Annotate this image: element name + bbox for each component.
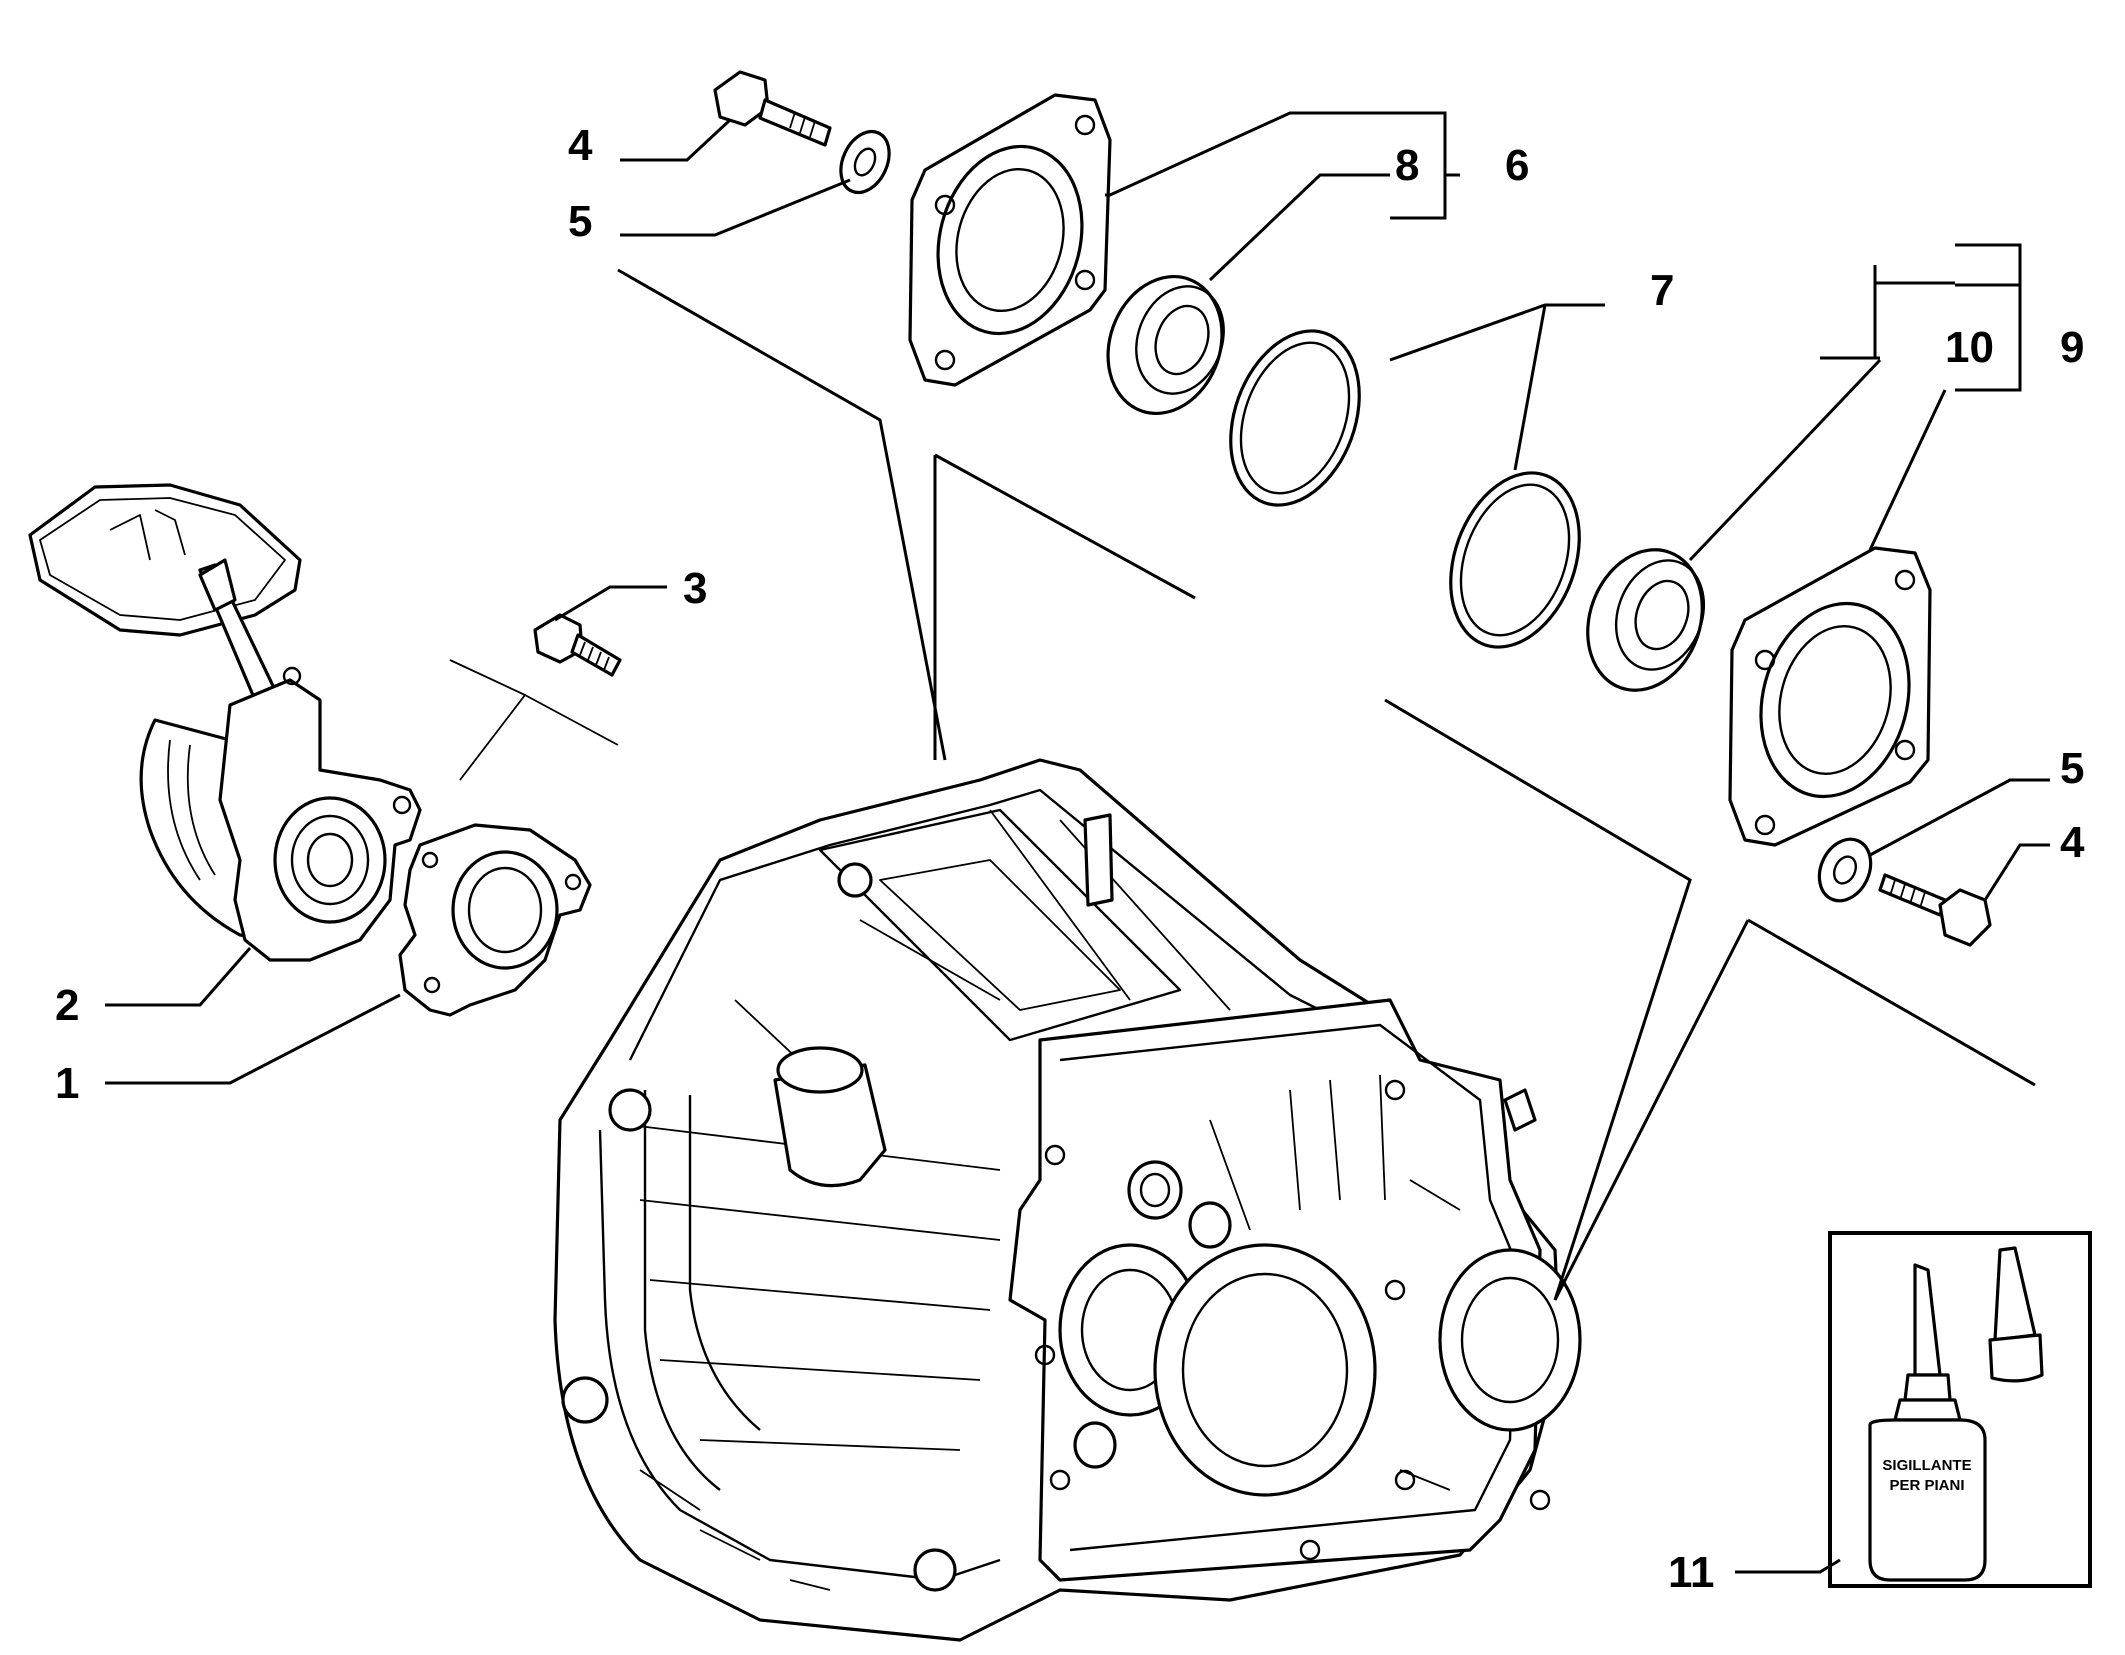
callout-9: 9 <box>2060 323 2084 372</box>
callout-5-top: 5 <box>568 197 592 246</box>
part-5-washer-top <box>839 129 891 195</box>
callout-4-top: 4 <box>568 121 593 170</box>
part-8-bearing-top <box>1106 274 1225 416</box>
part-3-bolt <box>533 613 622 677</box>
gearbox-housing <box>553 758 1582 1642</box>
part-4-bolt-right <box>1878 873 1992 947</box>
callout-leaders <box>105 111 2050 1574</box>
callout-8: 8 <box>1395 141 1419 190</box>
callout-11: 11 <box>1668 1548 1715 1597</box>
callout-6: 6 <box>1505 141 1529 190</box>
callout-10: 10 <box>1945 323 1994 372</box>
part-5-washer-right <box>1817 837 1873 903</box>
callout-4-right: 4 <box>2060 818 2085 867</box>
part-4-bolt-top <box>713 70 832 147</box>
explosion-guide-lines <box>449 268 2036 1301</box>
sealant-label-line1: SIGILLANTE <box>1882 1457 1971 1474</box>
part-7-o-rings <box>1229 329 1581 649</box>
part-11-sealant-inset: SIGILLANTE PER PIANI <box>1828 1231 2092 1588</box>
part-10-bearing-right <box>1586 548 1706 692</box>
callout-3: 3 <box>683 564 707 613</box>
sealant-label-line2: PER PIANI <box>1889 1477 1964 1494</box>
callout-1: 1 <box>55 1059 79 1108</box>
part-2-concentric-slave-cylinder <box>28 483 422 962</box>
callout-5-right: 5 <box>2060 744 2084 793</box>
callout-2: 2 <box>55 981 79 1030</box>
callout-numbers: 1 2 3 4 5 6 7 8 9 10 5 4 11 <box>55 121 2085 1597</box>
part-6-bearing-cover-top <box>908 93 1112 387</box>
callout-7: 7 <box>1650 266 1674 315</box>
part-9-bearing-cover-right <box>1728 546 1932 847</box>
part-1-release-flange <box>398 823 592 1017</box>
